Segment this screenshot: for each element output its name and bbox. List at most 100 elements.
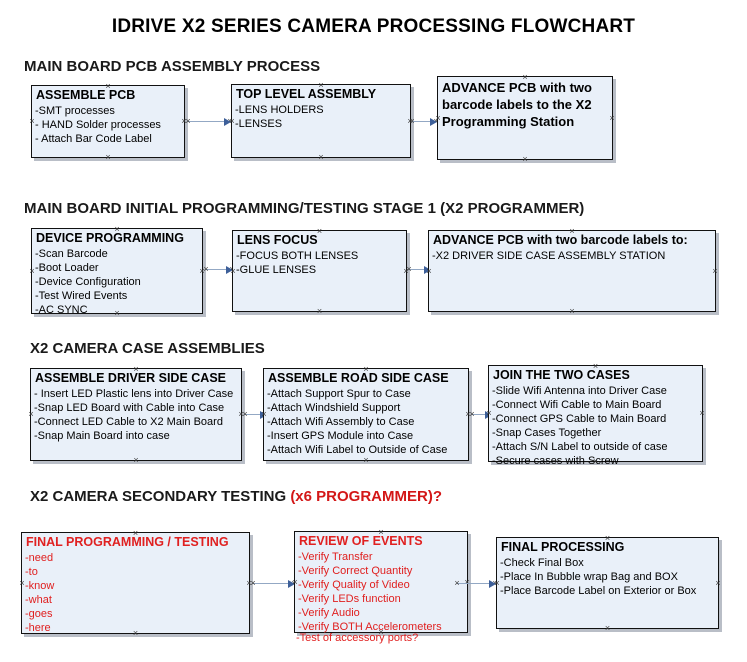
connector-handle-left[interactable]: [230, 268, 237, 275]
list-item: -Place Barcode Label on Exterior or Box: [500, 585, 697, 597]
connector-handle-start[interactable]: [185, 118, 192, 125]
list-item: -Snap Cases Together: [492, 427, 602, 439]
connector-handle-left[interactable]: [292, 579, 299, 586]
connector-handle-start[interactable]: [242, 411, 249, 418]
list-item: -Place In Bubble wrap Bag and BOX: [500, 571, 678, 583]
arrow-review-of-events-to-final-processing: [454, 579, 496, 588]
node-items: - Insert LED Plastic lens into Driver Ca…: [31, 387, 241, 443]
connector-handle-start[interactable]: [250, 580, 257, 587]
connector-handle-bottom[interactable]: [316, 308, 323, 315]
list-item: -Verify Transfer: [298, 551, 373, 563]
connector-handle-left[interactable]: [29, 268, 36, 275]
node-join-the-two-cases[interactable]: JOIN THE TWO CASES -Slide Wifi Antenna i…: [486, 363, 706, 467]
connector-handle-top[interactable]: [318, 82, 325, 89]
connector-handle-left[interactable]: [19, 580, 26, 587]
connector-handle-top[interactable]: [114, 226, 121, 233]
node-review-of-events[interactable]: REVIEW OF EVENTS -Verify Transfer -Verif…: [294, 531, 468, 633]
connector-handle-bottom[interactable]: [569, 308, 576, 315]
list-item: -Attach Wifi Label to Outside of Case: [267, 444, 448, 456]
list-item: -SMT processes: [35, 105, 115, 117]
connector-handle-bottom[interactable]: [592, 458, 599, 465]
connector-handle-right[interactable]: [712, 268, 719, 275]
connector-handle-right[interactable]: [464, 579, 471, 586]
node-items: -need -to -know -what -goes -here: [22, 551, 249, 635]
list-item: -what: [25, 594, 52, 606]
list-item: -LENS HOLDERS: [235, 104, 324, 116]
list-item: -need: [25, 552, 54, 564]
list-item: -Verify BOTH Accelerometers: [298, 621, 442, 633]
arrow-top-level-assembly-to-advance-pcb: [409, 117, 437, 126]
connector-handle-start[interactable]: [469, 411, 476, 418]
connector-handle-left[interactable]: [28, 411, 35, 418]
connector-handle-start[interactable]: [406, 266, 413, 273]
arrow-assemble-pcb-to-top-level-assembly: [185, 117, 231, 126]
connector-handle-top[interactable]: [105, 83, 112, 90]
list-item: -Test Wired Events: [35, 290, 128, 302]
list-item: -Verify LEDs function: [298, 593, 401, 605]
connector-handle-top[interactable]: [316, 228, 323, 235]
connector-handle-start[interactable]: [409, 118, 416, 125]
connector-handle-bottom[interactable]: [133, 457, 140, 464]
node-title: ASSEMBLE PCB: [36, 88, 136, 102]
node-top-level-assembly[interactable]: TOP LEVEL ASSEMBLY -LENS HOLDERS -LENSES: [231, 84, 411, 158]
connector-handle-right[interactable]: [609, 115, 616, 122]
connector-handle-left[interactable]: [229, 118, 236, 125]
list-item: -LENSES: [235, 118, 283, 130]
list-item: -to: [25, 566, 38, 578]
connector-handle-top[interactable]: [569, 228, 576, 235]
connector-handle-bottom[interactable]: [522, 156, 529, 163]
connector-handle-top[interactable]: [604, 535, 611, 542]
connector-handle-bottom[interactable]: [604, 625, 611, 632]
node-title: DEVICE PROGRAMMING: [36, 231, 184, 245]
list-item: -FOCUS BOTH LENSES: [236, 250, 359, 262]
connector-handle-bottom[interactable]: [132, 630, 139, 637]
node-title: ADVANCE PCB with two barcode labels to:: [433, 233, 688, 247]
node-items: -Verify Transfer -Verify Correct Quantit…: [295, 550, 467, 634]
section-heading-text: MAIN BOARD INITIAL PROGRAMMING/TESTING S…: [24, 200, 585, 217]
node-assemble-pcb[interactable]: ASSEMBLE PCB -SMT processes - HAND Solde…: [31, 85, 185, 158]
review-of-events-overflow-item: -Test of accessory ports?: [296, 632, 419, 644]
connector-handle-start[interactable]: [203, 266, 210, 273]
section-heading-accent: (x6 PROGRAMMER)?: [290, 488, 442, 505]
connector-handle-bottom[interactable]: [105, 154, 112, 161]
connector-handle-top[interactable]: [363, 366, 370, 373]
node-assemble-road-side-case[interactable]: ASSEMBLE ROAD SIDE CASE -Attach Support …: [263, 368, 469, 461]
node-title: ASSEMBLE DRIVER SIDE CASE: [35, 371, 227, 385]
connector-handle-left[interactable]: [261, 411, 268, 418]
connector-handle-bottom[interactable]: [114, 310, 121, 317]
node-device-programming[interactable]: DEVICE PROGRAMMING -Scan Barcode -Boot L…: [29, 226, 203, 317]
section-heading-text: MAIN BOARD PCB ASSEMBLY PROCESS: [24, 58, 321, 75]
connector-handle-right[interactable]: [715, 580, 722, 587]
connector-handle-left[interactable]: [426, 268, 433, 275]
connector-handle-left[interactable]: [435, 115, 442, 122]
node-final-processing[interactable]: FINAL PROCESSING -Check Final Box -Place…: [496, 537, 719, 629]
connector-handle-left[interactable]: [494, 580, 501, 587]
connector-handle-top[interactable]: [522, 74, 529, 81]
list-item: -Connect LED Cable to X2 Main Board: [34, 416, 223, 428]
connector-handle-left[interactable]: [29, 118, 36, 125]
list-item: -Verify Correct Quantity: [298, 565, 413, 577]
node-advance-pcb-driver-side-case[interactable]: ADVANCE PCB with two barcode labels to: …: [428, 230, 716, 312]
node-lens-focus[interactable]: LENS FOCUS -FOCUS BOTH LENSES -GLUE LENS…: [232, 230, 407, 312]
connector-handle-top[interactable]: [592, 363, 599, 370]
list-item: -Attach S/N Label to outside of case: [492, 441, 668, 453]
connector-handle-bottom[interactable]: [318, 154, 325, 161]
connector-handle-left[interactable]: [486, 410, 493, 417]
list-item: -goes: [25, 608, 53, 620]
connector-handle-right[interactable]: [699, 410, 706, 417]
list-item: -Insert GPS Module into Case: [267, 430, 414, 442]
node-final-programming-testing[interactable]: FINAL PROGRAMMING / TESTING -need -to -k…: [21, 532, 250, 634]
connector-handle-bottom[interactable]: [363, 457, 370, 464]
list-item: -Attach Wifi Assembly to Case: [267, 416, 415, 428]
connector-handle-top[interactable]: [378, 529, 385, 536]
node-title: FINAL PROGRAMMING / TESTING: [26, 535, 229, 549]
connector-handle-top[interactable]: [133, 366, 140, 373]
connector-handle-top[interactable]: [132, 530, 139, 537]
node-advance-pcb-programming-station[interactable]: ADVANCE PCB with two barcode labels to t…: [437, 76, 613, 160]
connector-handle-start[interactable]: [454, 580, 461, 587]
list-item: -Slide Wifi Antenna into Driver Case: [492, 385, 667, 397]
node-assemble-driver-side-case[interactable]: ASSEMBLE DRIVER SIDE CASE - Insert LED P…: [30, 368, 242, 461]
node-items: -SMT processes - HAND Solder processes -…: [32, 104, 184, 146]
list-item: -know: [25, 580, 55, 592]
node-title: REVIEW OF EVENTS: [299, 534, 423, 548]
